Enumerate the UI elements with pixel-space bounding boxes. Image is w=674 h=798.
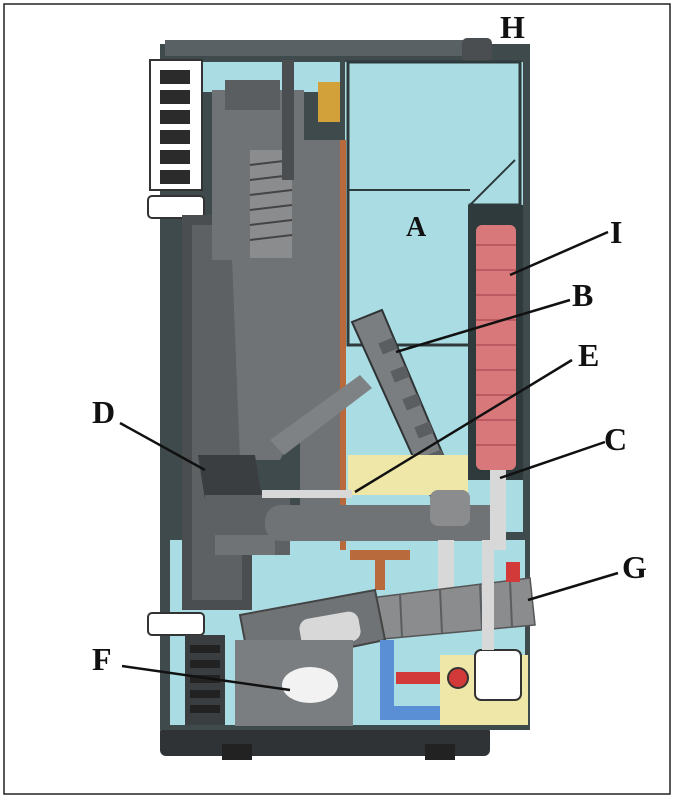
leader-lines: [119, 230, 619, 692]
leader-line-d: [119, 421, 206, 472]
blue-pipe-vertical: [380, 640, 394, 720]
valve-fitting: [318, 82, 340, 122]
diagram-border: [3, 3, 671, 795]
label-d: D: [92, 394, 115, 430]
copper-strip: [340, 140, 346, 550]
leader-line-f: [121, 664, 291, 692]
right-return-pipe: [482, 540, 494, 650]
flue-valve-red: [506, 562, 520, 582]
leader-line-c: [499, 440, 606, 480]
burn-pot-lower: [215, 535, 275, 555]
heat-exchanger: [476, 225, 516, 470]
stove-body: [147, 38, 536, 760]
motor-top: [225, 80, 280, 110]
label-f: F: [92, 641, 112, 677]
stove-foot-right: [425, 744, 455, 760]
motor-shaft: [282, 60, 294, 180]
pressure-gauge: [438, 540, 454, 595]
leader-line-e: [354, 358, 573, 494]
label-a: A: [406, 212, 427, 243]
sensor-probe: [490, 470, 506, 550]
pump-valve-red: [447, 667, 469, 689]
label-i: I: [610, 214, 622, 250]
burn-pot: [198, 455, 262, 500]
label-h: H: [500, 9, 525, 45]
label-e: E: [578, 337, 599, 373]
ignition-rod: [262, 490, 352, 498]
copper-pipe-vertical: [375, 550, 385, 590]
red-pipe: [396, 672, 440, 684]
label-c: C: [604, 421, 627, 457]
stove-foot-left: [222, 744, 252, 760]
heat-exchanger-ribs: [476, 244, 516, 446]
flue-rings: [399, 579, 513, 638]
top-handle: [462, 38, 492, 62]
label-g: G: [622, 549, 647, 585]
leader-line-i: [509, 230, 609, 277]
leader-line-b: [395, 298, 571, 354]
ash-pan-opening: [282, 667, 338, 703]
leader-line-g: [527, 571, 619, 602]
ignition-chamber: [348, 455, 468, 495]
side-grille-upper: [149, 59, 203, 191]
part-labels: H A I B E D C G F: [92, 9, 647, 677]
side-bracket-upper: [147, 195, 205, 219]
exhaust-elbow: [430, 490, 470, 526]
circulation-pump: [474, 649, 522, 701]
label-b: B: [572, 277, 593, 313]
top-panel: [165, 40, 490, 56]
blue-pipe-horizontal: [380, 706, 440, 720]
chamber-slope: [469, 159, 516, 206]
chute-diagonal: [270, 375, 372, 455]
fan-inner: [299, 611, 361, 649]
pellet-chute: [232, 258, 322, 460]
side-bracket-lower: [147, 612, 205, 636]
